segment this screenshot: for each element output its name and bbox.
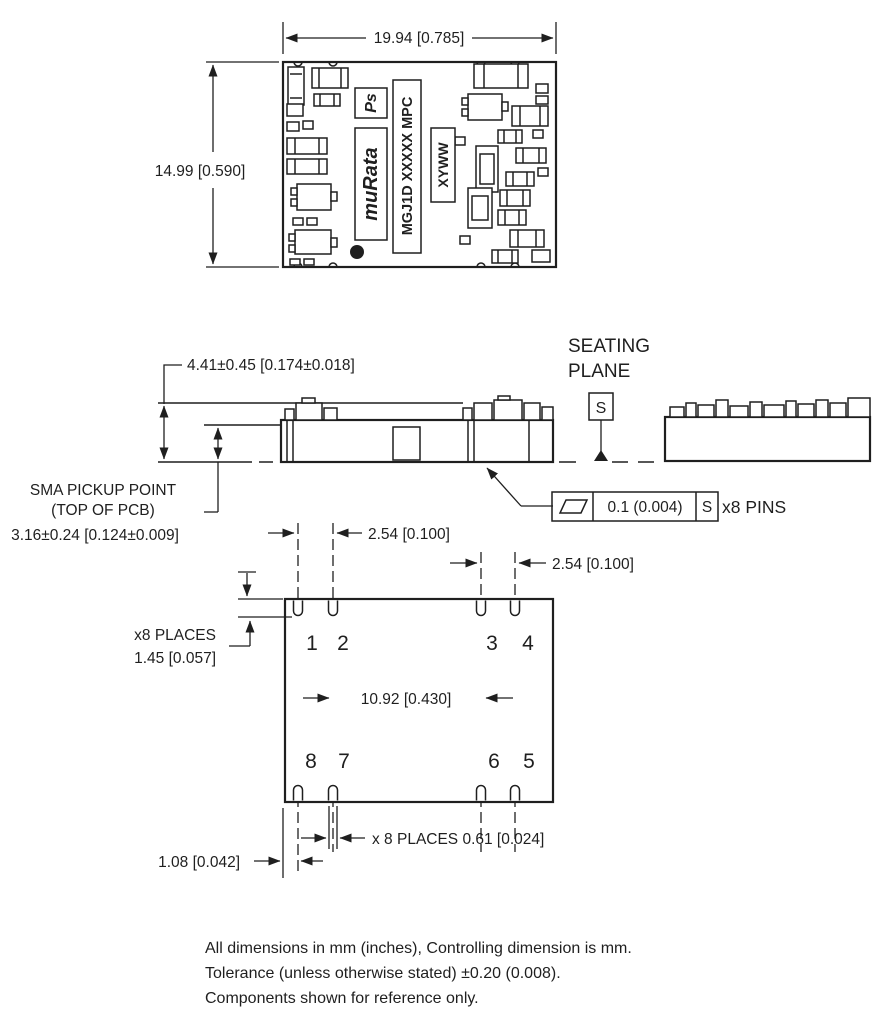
pitch-right-dim-text: 2.54 [0.100] xyxy=(552,556,634,573)
murata-ps-logo: Ps xyxy=(363,93,380,113)
side-view: 4.41±0.45 [0.174±0.018] SMA PICKUP POINT… xyxy=(11,336,872,544)
top-width-dim-text: 19.94 [0.785] xyxy=(374,30,465,47)
overall-height-dimension: 4.41±0.45 [0.174±0.018] xyxy=(159,357,355,460)
note-line-3: Components shown for reference only. xyxy=(205,990,479,1007)
side-view-body xyxy=(279,395,555,464)
sma-pickup-point-text: SMA PICKUP POINT xyxy=(30,482,177,499)
pin-8-label: 8 xyxy=(305,750,317,773)
note-line-2: Tolerance (unless otherwise stated) ±0.2… xyxy=(205,965,561,982)
top-height-dim-text: 14.99 [0.590] xyxy=(155,163,246,180)
pin-1-label: 1 xyxy=(306,632,318,655)
pin-width-dim-text: x 8 PLACES 0.61 [0.024] xyxy=(372,831,544,848)
seating-plane-datum: SEATING PLANE S xyxy=(568,336,650,461)
pitch-dimension-right: 2.54 [0.100] xyxy=(450,556,634,573)
top-of-pcb-text: (TOP OF PCB) xyxy=(51,502,155,519)
plane-label: PLANE xyxy=(568,361,630,382)
pin-6-label: 6 xyxy=(488,750,500,773)
pin-3-label: 3 xyxy=(486,632,498,655)
flatness-symbol-icon xyxy=(558,499,589,514)
pin-width-dimension: x 8 PLACES 0.61 [0.024] xyxy=(301,806,544,849)
x8-pins-text: x8 PINS xyxy=(722,497,786,517)
silkscreen-markings: Ps muRata MGJ1D XXXXX MPC XYWW xyxy=(350,79,456,259)
pin-7-label: 7 xyxy=(338,750,350,773)
end-view xyxy=(663,397,872,463)
bottom-view: 1 2 3 4 8 7 6 5 2.54 [0.100] 2.54 [0.100… xyxy=(134,523,634,878)
edge-offset-dimension: 1.08 [0.042] xyxy=(158,808,323,878)
smd-components-left xyxy=(286,66,349,266)
top-view: 19.94 [0.785] 14.99 [0.590] xyxy=(155,22,558,269)
datum-triangle xyxy=(594,450,608,461)
pin-2-label: 2 xyxy=(337,632,349,655)
pitch-dimension-left: 2.54 [0.100] xyxy=(268,526,450,543)
flatness-value-text: 0.1 (0.004) xyxy=(608,499,683,516)
pitch-left-dim-text: 2.54 [0.100] xyxy=(368,526,450,543)
datum-s-label: S xyxy=(596,400,607,417)
flatness-datum-text: S xyxy=(702,499,712,516)
edge-offset-dim-text: 1.08 [0.042] xyxy=(158,854,240,871)
sma-height-dim-text: 3.16±0.24 [0.124±0.009] xyxy=(11,527,179,544)
overall-height-dim-text: 4.41±0.45 [0.174±0.018] xyxy=(187,357,355,374)
pin-numbers: 1 2 3 4 8 7 6 5 xyxy=(305,632,535,773)
murata-logo: muRata xyxy=(360,147,382,220)
row-span-dimension: 10.92 [0.430] xyxy=(303,691,513,708)
pin-4-label: 4 xyxy=(522,632,534,655)
seating-label: SEATING xyxy=(568,336,650,357)
flatness-callout: 0.1 (0.004) S x8 PINS xyxy=(486,467,786,522)
pin-length-dim-text: 1.45 [0.057] xyxy=(134,650,216,667)
pin-length-dimension: x8 PLACES 1.45 [0.057] xyxy=(134,571,292,667)
pcb-edge-notches xyxy=(293,61,520,268)
date-code-text: XYWW xyxy=(435,142,451,188)
pin-slots xyxy=(292,600,521,801)
pin1-indicator-dot xyxy=(350,245,364,259)
pcb-top-height-dimension xyxy=(204,424,280,513)
top-view-height-dimension: 14.99 [0.590] xyxy=(155,61,279,268)
bottom-view-outline xyxy=(283,597,555,804)
drawing-notes: All dimensions in mm (inches), Controlli… xyxy=(205,940,632,1007)
note-line-1: All dimensions in mm (inches), Controlli… xyxy=(205,940,632,957)
row-span-dim-text: 10.92 [0.430] xyxy=(361,691,452,708)
smd-components-right xyxy=(454,63,551,264)
top-view-width-dimension: 19.94 [0.785] xyxy=(282,22,557,54)
part-number-text: MGJ1D XXXXX MPC xyxy=(400,96,416,235)
pin-length-note-text: x8 PLACES xyxy=(134,627,216,644)
pin-5-label: 5 xyxy=(523,750,535,773)
feature-control-frame xyxy=(551,491,719,522)
